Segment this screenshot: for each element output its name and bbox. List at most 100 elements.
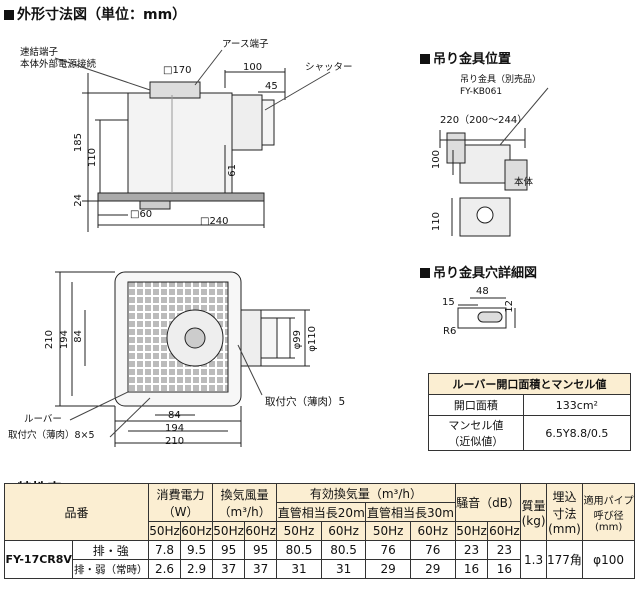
cell: 2.6 <box>147 559 182 579</box>
cell: 16 <box>454 559 489 579</box>
header-straight20: 直管相当長20m <box>276 502 367 522</box>
dim-12: 12 <box>504 300 515 313</box>
outline-title: 外形寸法図（単位：mm） <box>4 4 186 24</box>
dim-phi110: φ110 <box>307 326 318 352</box>
hanger-body-top <box>459 144 511 184</box>
cell: 7.8 <box>147 540 182 560</box>
bracket-model: FY-KB061 <box>460 87 503 97</box>
shutter-label: シャッター <box>305 62 353 73</box>
cell: 16 <box>487 559 522 579</box>
earth-label: アース端子 <box>222 39 269 50</box>
header-model: 品番 <box>4 483 149 541</box>
dim-24: 24 <box>73 194 84 207</box>
louver-label: ルーバー <box>24 414 62 425</box>
dim-110: 110 <box>87 148 98 168</box>
dim-sq170: □170 <box>163 65 192 76</box>
cell: 9.5 <box>180 540 214 560</box>
side-connector-box <box>149 81 201 99</box>
header-straight30: 直管相当長30m <box>365 502 456 522</box>
dim-194v: 194 <box>59 330 70 350</box>
dim-15: 15 <box>442 297 455 308</box>
cell: 80.5 <box>320 540 367 560</box>
dim-100: 100 <box>243 62 263 73</box>
header-hz60: 60Hz <box>487 521 522 541</box>
embed-cell: 177角 <box>545 540 584 579</box>
table-row: FY-17CR8V 排・強 7.8 9.5 95 95 80.5 80.5 76… <box>3 540 635 579</box>
header-hz60: 60Hz <box>244 521 278 541</box>
louver-row-label: マンセル値 （近似値） <box>428 415 524 451</box>
header-hz50: 50Hz <box>365 521 411 541</box>
dim-r6: R6 <box>443 326 457 337</box>
cell: 31 <box>320 559 367 579</box>
table-row: 開口面積 133cm² <box>428 394 632 416</box>
header-hz50: 50Hz <box>276 521 322 541</box>
header-pipe: 適用パイプ 呼び径 (mm) <box>582 483 635 541</box>
cell: 76 <box>410 540 456 560</box>
cell: 23 <box>454 540 489 560</box>
hanger-position-title: 吊り金具位置 <box>420 48 511 67</box>
cell: 80.5 <box>276 540 322 560</box>
square-bullet-icon <box>4 10 14 20</box>
hanger-detail-title: 吊り金具穴詳細図 <box>420 262 537 281</box>
dim-48: 48 <box>476 286 489 297</box>
dim-210v: 210 <box>44 330 55 350</box>
cell: 95 <box>212 540 246 560</box>
dim-61: 61 <box>227 164 238 177</box>
cell: 95 <box>244 540 278 560</box>
dim-sq60: □60 <box>130 209 153 220</box>
cell: 29 <box>410 559 456 579</box>
dim-hp-110: 110 <box>431 212 442 232</box>
header-hz60: 60Hz <box>410 521 456 541</box>
body-label: 本体 <box>514 177 534 188</box>
header-hz50: 50Hz <box>212 521 246 541</box>
header-mass: 質量 (kg) <box>520 483 547 541</box>
dim-45: 45 <box>265 81 278 92</box>
bracket-label: 吊り金具（別売品） <box>460 75 542 85</box>
model-cell: FY-17CR8V <box>3 540 74 579</box>
dim-phi99: φ99 <box>292 330 303 350</box>
header-effective: 有効換気量（m³/h） <box>276 483 456 503</box>
spec-table: 品番 消費電力 （W） 換気風量 （m³/h） 有効換気量（m³/h） 騒音（d… <box>3 483 635 579</box>
connector-label: 速結端子 <box>20 47 59 58</box>
cell: 37 <box>244 559 278 579</box>
side-louver-plate <box>97 192 265 202</box>
louver-table: ルーバー開口面積とマンセル値 開口面積 133cm² マンセル値 （近似値） 6… <box>428 373 632 451</box>
dim-185: 185 <box>73 133 84 153</box>
cell: 31 <box>276 559 322 579</box>
connector-sub-label: 本体外部電源接続 <box>20 59 97 70</box>
dim-220: 220（200〜244） <box>440 115 528 126</box>
dim-hp-100: 100 <box>431 150 442 170</box>
hole-thin8-label: 取付穴（薄肉）8×5 <box>8 430 95 441</box>
louver-table-title: ルーバー開口面積とマンセル値 <box>428 373 631 395</box>
mass-cell: 1.3 <box>520 540 547 579</box>
header-noise: 騒音（dB） <box>454 483 522 522</box>
square-bullet-icon <box>420 54 430 64</box>
header-airflow: 換気風量 （m³/h） <box>212 483 278 522</box>
mode-cell: 排・弱（常時） <box>72 559 149 579</box>
cell: 2.9 <box>180 559 214 579</box>
header-power: 消費電力 （W） <box>147 483 214 522</box>
square-bullet-icon <box>420 268 430 278</box>
dim-84h: 84 <box>168 410 181 421</box>
dim-sq240: □240 <box>200 216 229 227</box>
header-hz50: 50Hz <box>454 521 489 541</box>
dim-210h: 210 <box>165 436 185 447</box>
louver-row-label: 開口面積 <box>428 394 524 416</box>
cell: 37 <box>212 559 246 579</box>
louver-row-value: 133cm² <box>522 394 632 416</box>
cell: 23 <box>487 540 522 560</box>
dim-194h: 194 <box>165 423 185 434</box>
mode-cell: 排・強 <box>72 540 149 560</box>
header-embed: 埋込 寸法 (mm) <box>545 483 584 541</box>
cell: 76 <box>365 540 411 560</box>
table-row: マンセル値 （近似値） 6.5Y8.8/0.5 <box>428 415 632 451</box>
header-hz50: 50Hz <box>147 521 182 541</box>
header-hz60: 60Hz <box>320 521 367 541</box>
louver-row-value: 6.5Y8.8/0.5 <box>522 415 632 451</box>
pipe-cell: φ100 <box>582 540 635 579</box>
header-hz60: 60Hz <box>180 521 214 541</box>
side-body <box>127 92 233 194</box>
dim-84v: 84 <box>73 330 84 343</box>
cell: 29 <box>365 559 411 579</box>
